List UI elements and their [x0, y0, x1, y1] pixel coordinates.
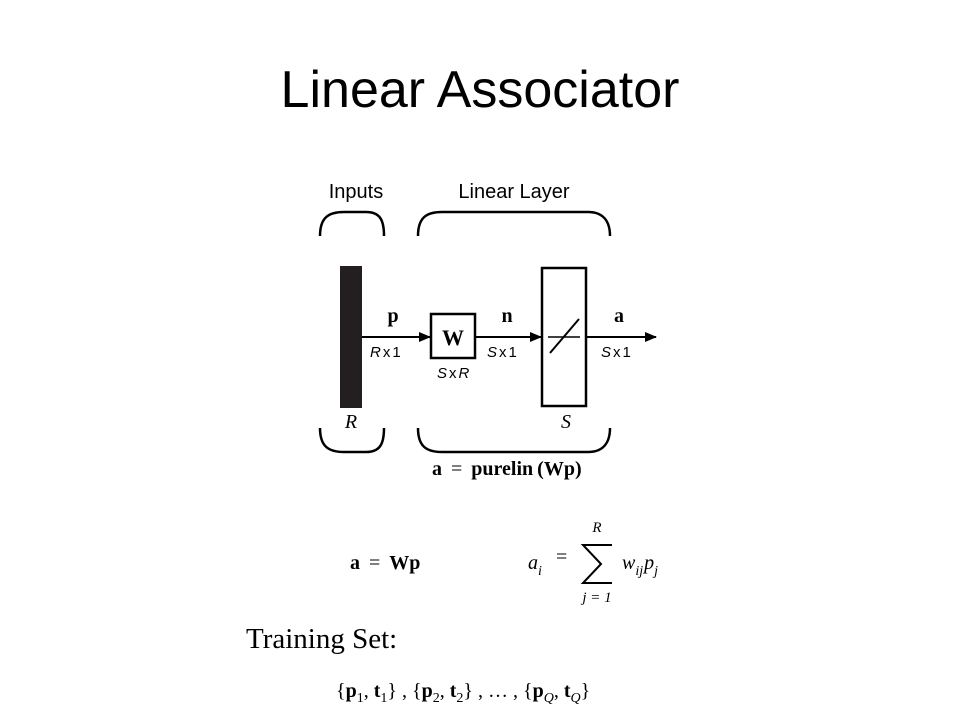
inputs-top-brace	[318, 210, 386, 237]
training-set-pairs: {p1, t1} , {p2, t2} , … , {pQ, tQ}	[336, 680, 590, 706]
svg-text:wijpj: wijpj	[622, 552, 658, 579]
output-a: a	[614, 305, 624, 327]
layer-bottom-brace	[416, 427, 612, 454]
summation-sign-icon	[580, 544, 612, 584]
linear-layer-label: Linear Layer	[458, 181, 570, 203]
training-set-label: Training Set:	[246, 623, 397, 655]
sum-lower-limit: j = 1	[580, 590, 611, 606]
slide-title: Linear Associator	[280, 61, 680, 119]
input-vector-bar	[340, 266, 362, 408]
layer-size-s: S	[561, 411, 571, 433]
element-equation: ai = R j = 1 wijpj	[528, 520, 658, 606]
layer-equation: a=purelin(Wp)	[432, 458, 582, 480]
weight-matrix-w: W	[442, 325, 464, 350]
weight-matrix-box	[429, 312, 477, 360]
svg-text:=: =	[556, 546, 567, 568]
matrix-equation: a=Wp	[350, 552, 420, 574]
layer-top-brace	[416, 210, 612, 237]
inputs-bottom-brace	[318, 427, 386, 454]
svg-text:ai: ai	[528, 552, 542, 579]
inputs-label: Inputs	[329, 181, 383, 203]
input-vector-p: p	[387, 305, 398, 327]
sum-upper-limit: R	[591, 520, 601, 536]
input-size-r: R	[344, 411, 357, 433]
purelin-slope-icon	[549, 318, 580, 354]
net-input-n: n	[501, 305, 512, 327]
